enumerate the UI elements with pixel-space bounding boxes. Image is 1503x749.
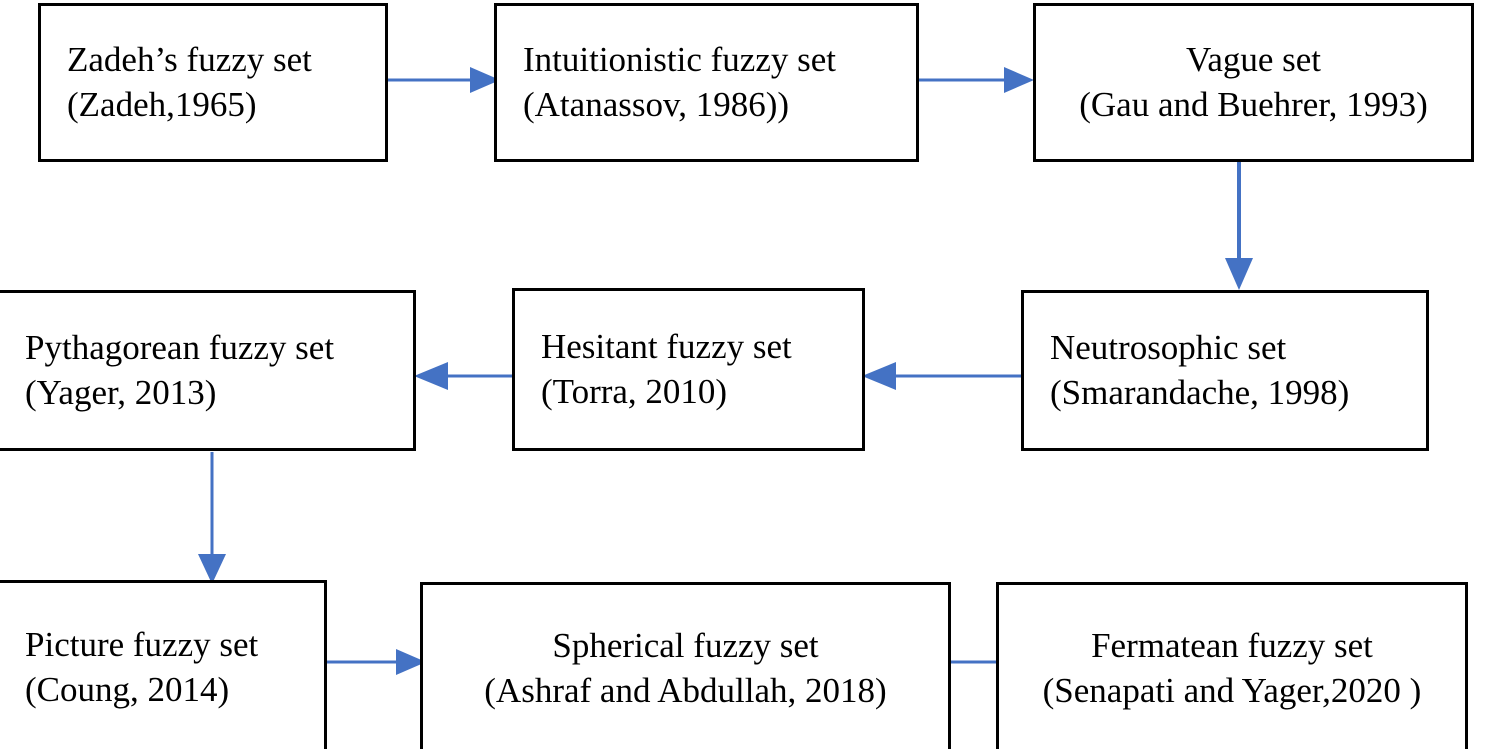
node-vague-line2: (Gau and Buehrer, 1993) [1079,84,1428,124]
node-spherical-line1: Spherical fuzzy set [552,625,819,665]
node-pythagorean-line2: (Yager, 2013) [25,372,217,412]
node-picture-fuzzy-set[interactable]: Picture fuzzy set (Coung, 2014) [0,580,327,749]
node-picture-line1: Picture fuzzy set [25,624,259,664]
arrow-right-icon-zadeh-to-intuitionistic [382,64,502,96]
node-fermatean-line2: (Senapati and Yager,2020 ) [1042,670,1422,710]
node-zadeh-line2: (Zadeh,1965) [67,84,257,124]
node-neutrosophic-line1: Neutrosophic set [1050,327,1287,367]
node-neutrosophic-set[interactable]: Neutrosophic set (Smarandache, 1998) [1021,290,1429,451]
arrow-right-icon-picture-to-spherical [322,646,428,678]
arrow-left-icon-hesitant-to-pythagorean [412,360,518,392]
node-zadeh-line1: Zadeh’s fuzzy set [67,39,312,79]
node-zadeh-fuzzy-set[interactable]: Zadeh’s fuzzy set (Zadeh,1965) [38,3,388,162]
node-pythagorean-line1: Pythagorean fuzzy set [25,327,335,367]
node-pythagorean-fuzzy-set[interactable]: Pythagorean fuzzy set (Yager, 2013) [0,290,416,451]
node-vague-line1: Vague set [1185,39,1322,79]
node-picture-line2: (Coung, 2014) [25,669,230,709]
node-spherical-fuzzy-set[interactable]: Spherical fuzzy set (Ashraf and Abdullah… [420,582,951,749]
node-intuitionistic-line1: Intuitionistic fuzzy set [523,39,836,79]
node-fermatean-line1: Fermatean fuzzy set [1091,625,1373,665]
node-fermatean-fuzzy-set[interactable]: Fermatean fuzzy set (Senapati and Yager,… [996,582,1468,749]
node-intuitionistic-line2: (Atanassov, 1986)) [523,84,790,124]
arrow-left-icon-neutrosophic-to-hesitant [860,360,1026,392]
arrow-right-icon-intuitionistic-to-vague [912,64,1036,96]
arrow-down-icon-vague-to-neutrosophic [1223,146,1255,292]
node-hesitant-line2: (Torra, 2010) [541,371,728,411]
node-vague-set[interactable]: Vague set (Gau and Buehrer, 1993) [1033,3,1474,162]
node-intuitionistic-fuzzy-set[interactable]: Intuitionistic fuzzy set (Atanassov, 198… [494,3,919,162]
node-hesitant-line1: Hesitant fuzzy set [541,326,792,366]
arrow-down-icon-pythagorean-to-picture [196,452,228,586]
node-hesitant-fuzzy-set[interactable]: Hesitant fuzzy set (Torra, 2010) [512,288,865,451]
node-spherical-line2: (Ashraf and Abdullah, 2018) [484,670,887,710]
node-neutrosophic-line2: (Smarandache, 1998) [1050,372,1350,412]
